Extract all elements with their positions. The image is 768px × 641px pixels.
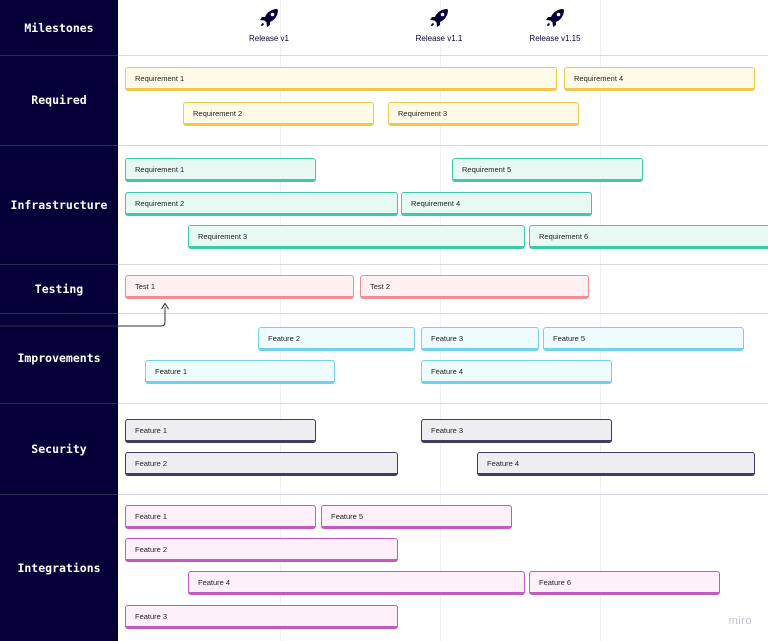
card-integrations-feature-1[interactable]: Feature 1 (125, 505, 316, 529)
card-integrations-feature-4[interactable]: Feature 4 (188, 571, 525, 595)
lane-divider (0, 145, 768, 146)
card-required-requirement-4[interactable]: Requirement 4 (564, 67, 755, 91)
lane-sidebar: Milestones Required Infrastructure Testi… (0, 0, 118, 641)
rocket-icon (260, 9, 278, 27)
card-infrastructure-requirement-3[interactable]: Requirement 3 (188, 225, 525, 249)
lane-label-security: Security (31, 441, 87, 456)
card-infrastructure-requirement-5[interactable]: Requirement 5 (452, 158, 643, 182)
card-security-feature-2[interactable]: Feature 2 (125, 452, 398, 476)
card-testing-test-1[interactable]: Test 1 (125, 275, 354, 299)
milestone-label: Release v1.1 (415, 34, 463, 43)
milestone-release-v1[interactable]: Release v1 (229, 6, 309, 43)
rocket-icon (430, 9, 448, 27)
milestone-label: Release v1.15 (529, 34, 581, 43)
lane-label-integrations: Integrations (17, 560, 101, 575)
sidebar-divider (0, 264, 118, 265)
card-integrations-feature-2[interactable]: Feature 2 (125, 538, 398, 562)
rocket-icon (546, 9, 564, 27)
lane-divider (0, 55, 768, 56)
card-infrastructure-requirement-6[interactable]: Requirement 6 (529, 225, 768, 249)
lane-label-improvements: Improvements (17, 351, 101, 365)
milestone-label: Release v1 (248, 34, 290, 43)
sidebar-divider (0, 313, 118, 314)
card-testing-test-2[interactable]: Test 2 (360, 275, 589, 299)
card-improvements-feature-4[interactable]: Feature 4 (421, 360, 612, 384)
card-required-requirement-1[interactable]: Requirement 1 (125, 67, 557, 91)
card-security-feature-3[interactable]: Feature 3 (421, 419, 612, 443)
lane-divider (0, 313, 768, 314)
sidebar-divider (0, 145, 118, 146)
card-infrastructure-requirement-1[interactable]: Requirement 1 (125, 158, 316, 182)
grid-line (440, 0, 441, 641)
lane-label-required: Required (31, 93, 87, 107)
card-infrastructure-requirement-2[interactable]: Requirement 2 (125, 192, 398, 216)
card-security-feature-4[interactable]: Feature 4 (477, 452, 755, 476)
lane-divider (0, 494, 768, 495)
lane-label-testing: Testing (34, 281, 84, 296)
card-improvements-feature-3[interactable]: Feature 3 (421, 327, 539, 351)
sidebar-divider (0, 55, 118, 56)
card-improvements-feature-5[interactable]: Feature 5 (543, 327, 744, 351)
card-integrations-feature-3[interactable]: Feature 3 (125, 605, 398, 629)
grid-line (600, 0, 601, 641)
card-infrastructure-requirement-4[interactable]: Requirement 4 (401, 192, 592, 216)
card-improvements-feature-2[interactable]: Feature 2 (258, 327, 415, 351)
card-security-feature-1[interactable]: Feature 1 (125, 419, 316, 443)
card-required-requirement-2[interactable]: Requirement 2 (183, 102, 374, 126)
lane-label-milestones: Milestones (24, 20, 94, 35)
lane-label-infrastructure: Infrastructure (10, 197, 108, 212)
lane-divider (0, 403, 768, 404)
milestone-release-v1-15[interactable]: Release v1.15 (515, 6, 595, 43)
grid-line (280, 0, 281, 641)
milestone-release-v1-1[interactable]: Release v1.1 (399, 6, 479, 43)
card-integrations-feature-6[interactable]: Feature 6 (529, 571, 720, 595)
miro-logo: miro (728, 615, 752, 627)
card-improvements-feature-1[interactable]: Feature 1 (145, 360, 335, 384)
card-required-requirement-3[interactable]: Requirement 3 (388, 102, 579, 126)
sidebar-divider (0, 403, 118, 404)
sidebar-divider (0, 494, 118, 495)
card-integrations-feature-5[interactable]: Feature 5 (321, 505, 512, 529)
lane-divider (0, 264, 768, 265)
